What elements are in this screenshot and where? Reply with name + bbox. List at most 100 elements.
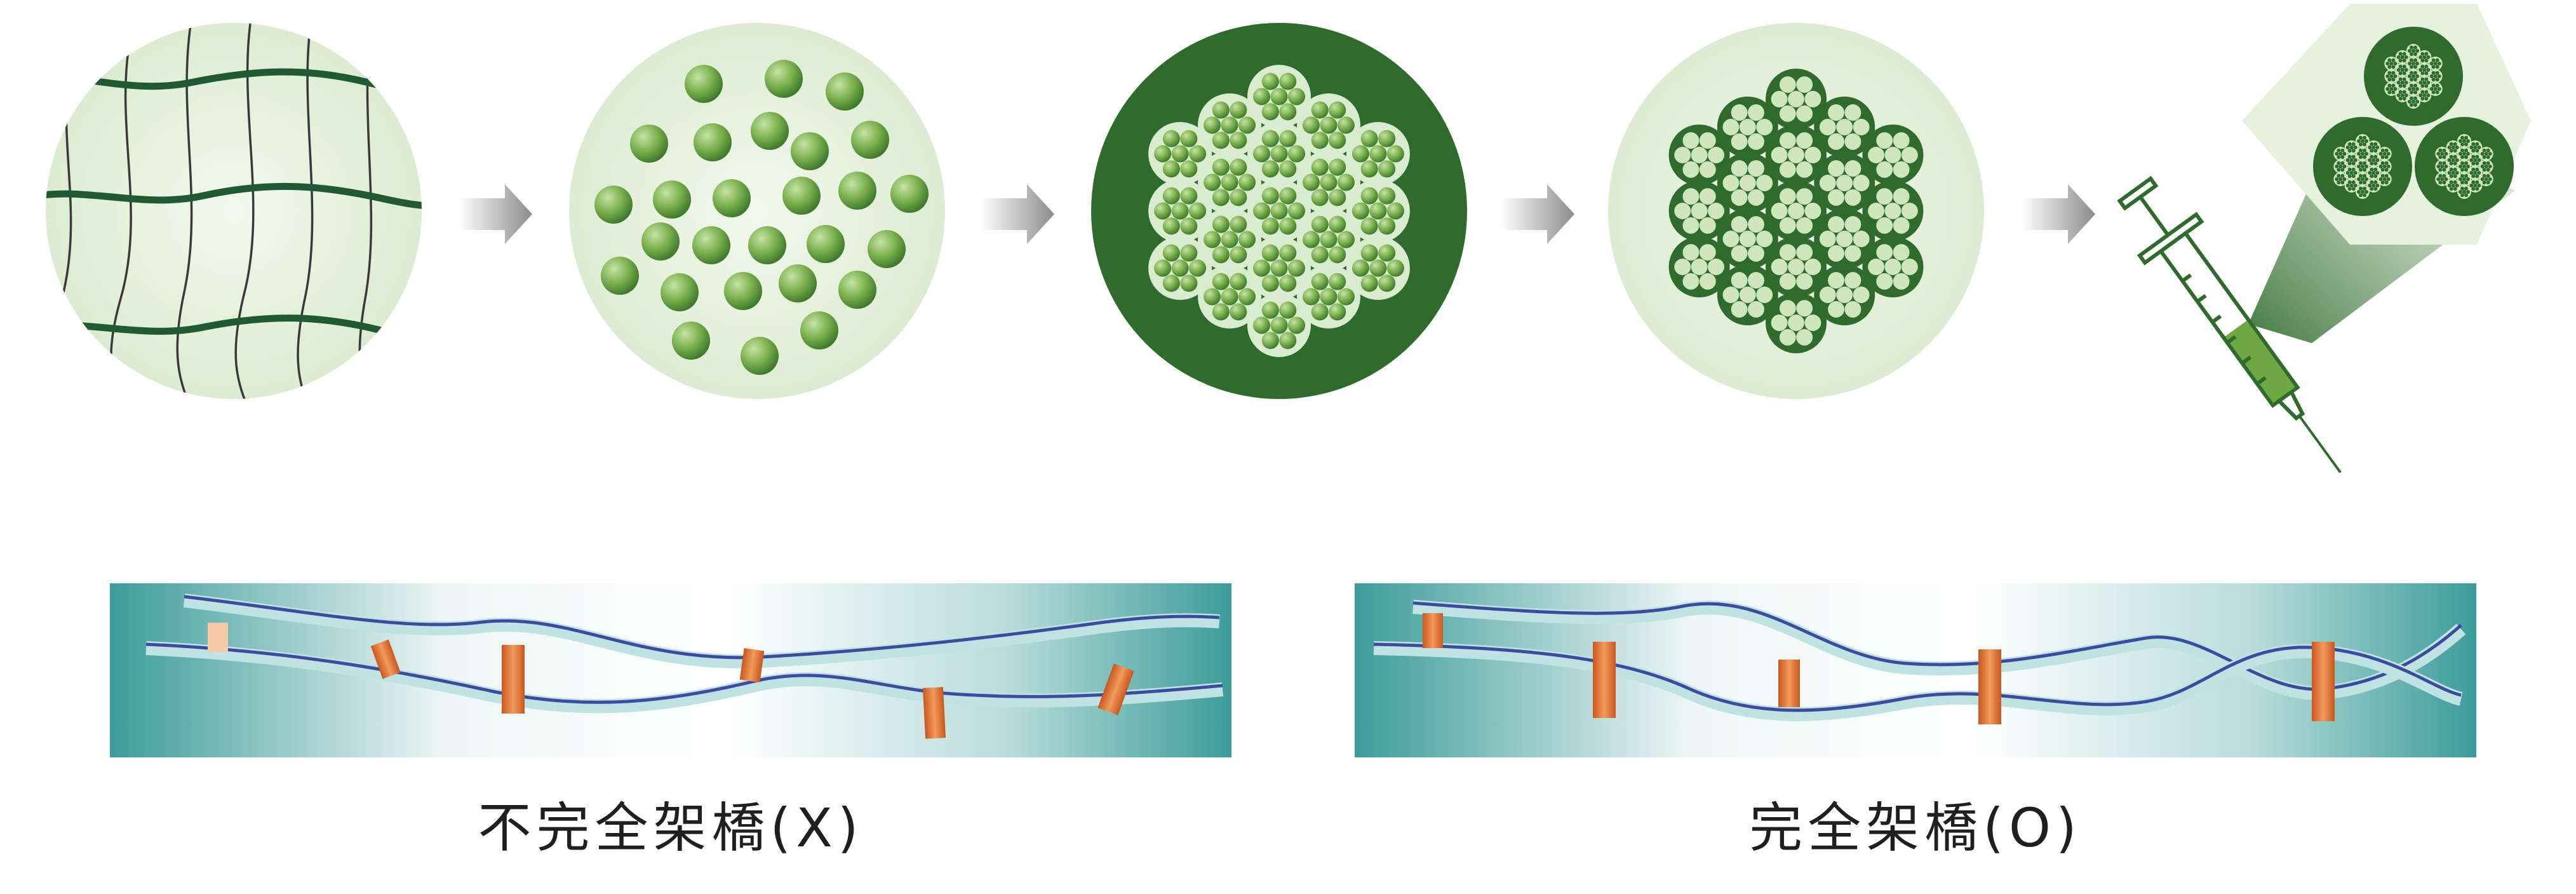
- bead: [1288, 316, 1305, 334]
- bead: [2335, 177, 2339, 181]
- bead: [2380, 173, 2385, 178]
- bead: [2386, 177, 2391, 181]
- bead: [2347, 154, 2352, 159]
- bead: [1337, 231, 1355, 248]
- bead: [2335, 152, 2339, 156]
- crosslink-broken: [1097, 663, 1134, 715]
- bead: [1731, 160, 1748, 177]
- bead: [1279, 274, 1297, 292]
- bead: [2398, 58, 2403, 63]
- bead: [2424, 84, 2429, 88]
- bead: [1386, 145, 1404, 163]
- bead: [2380, 148, 2385, 152]
- bead: [1360, 274, 1378, 292]
- bead: [1238, 288, 1256, 306]
- bead: [2415, 49, 2420, 53]
- bead: [2473, 146, 2478, 149]
- bead: [2385, 74, 2390, 78]
- bead: [2475, 142, 2479, 146]
- bead: [1876, 244, 1893, 261]
- bead: [2431, 83, 2436, 88]
- bead: [2464, 155, 2468, 159]
- bead: [1279, 301, 1297, 319]
- bead: [2363, 155, 2366, 159]
- bead: [1171, 259, 1189, 277]
- bead: [2340, 161, 2345, 165]
- bead: [2361, 152, 2365, 156]
- bead: [1180, 274, 1198, 292]
- bead: [1731, 189, 1748, 206]
- bead: [2340, 173, 2345, 178]
- bead: [2410, 96, 2413, 100]
- bead: [2371, 184, 2376, 187]
- bead: [1819, 231, 1836, 247]
- bead: [1288, 202, 1305, 220]
- bead: [2433, 74, 2438, 78]
- bead: [2453, 142, 2457, 146]
- bead: [2455, 171, 2459, 175]
- bead: [2475, 174, 2479, 179]
- bead: [2385, 87, 2390, 91]
- bead: [2384, 168, 2389, 172]
- bead: [2422, 68, 2427, 72]
- bead: [1739, 231, 1756, 247]
- bead: [2370, 167, 2374, 172]
- bead: [1796, 161, 1813, 178]
- bead: [2422, 93, 2427, 97]
- bead: [1261, 217, 1279, 235]
- bead: [2460, 142, 2464, 147]
- bead: [1739, 119, 1756, 135]
- polymer-strand: [183, 593, 1220, 668]
- bead: [2475, 187, 2479, 191]
- bead: [2420, 71, 2425, 76]
- bead: [1748, 216, 1764, 233]
- bead: [2471, 187, 2476, 191]
- bead: [1386, 259, 1404, 277]
- bead: [2462, 177, 2466, 181]
- bead: [2440, 165, 2445, 168]
- bead: [2378, 165, 2383, 168]
- bead: [2373, 174, 2378, 179]
- bead: [2455, 184, 2459, 187]
- bead: [2426, 55, 2431, 59]
- bead: [2371, 171, 2376, 175]
- bead: [1204, 288, 1221, 306]
- bead: [2460, 161, 2464, 165]
- caption-incomplete-crosslinking: 不完全架橋(X): [478, 797, 864, 859]
- bead: [2404, 81, 2408, 85]
- bead: [1682, 161, 1700, 178]
- bead: [2475, 180, 2479, 184]
- bead: [2480, 177, 2485, 181]
- bead: [1804, 147, 1821, 163]
- bead: [2442, 173, 2446, 178]
- bead: [1739, 287, 1756, 303]
- bead: [2429, 87, 2434, 91]
- bead: [2363, 180, 2366, 185]
- bead: [1221, 116, 1238, 134]
- bead: [2349, 158, 2354, 162]
- bead: [1261, 274, 1279, 292]
- bead: [2373, 142, 2378, 146]
- bead: [2380, 180, 2385, 185]
- crosslink: [502, 645, 525, 714]
- bead: [2438, 168, 2443, 172]
- bead: [1836, 231, 1853, 247]
- bead: [2424, 71, 2429, 76]
- bead: [2460, 180, 2464, 185]
- bead: [1844, 104, 1862, 121]
- bead: [1204, 231, 1221, 248]
- bead: [2437, 62, 2441, 65]
- bead: [2486, 180, 2490, 185]
- bead: [2484, 152, 2488, 156]
- bead: [1779, 161, 1796, 178]
- bead: [2420, 90, 2425, 94]
- bead: [2424, 58, 2429, 63]
- bead: [1771, 147, 1788, 163]
- bead: [1378, 130, 1396, 147]
- bead: [2442, 180, 2446, 185]
- bead: [2451, 158, 2455, 162]
- bead: [1868, 259, 1884, 275]
- bead: [2359, 180, 2363, 185]
- bead: [1352, 259, 1369, 277]
- bead: [2420, 58, 2425, 63]
